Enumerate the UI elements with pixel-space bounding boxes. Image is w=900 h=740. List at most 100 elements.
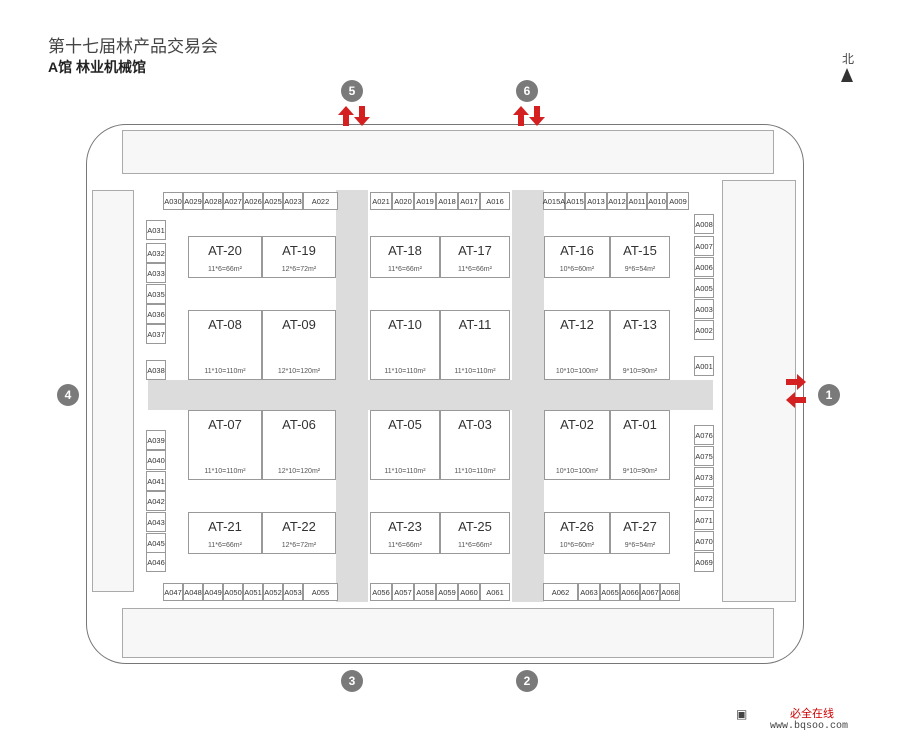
- stand-code: AT-27: [623, 519, 657, 534]
- east-service-zone: [722, 180, 796, 602]
- booth-a038: A038: [146, 360, 166, 380]
- watermark-domain: www.bqsoo.com: [770, 721, 849, 732]
- booth-a059: A059: [436, 583, 458, 601]
- stand-code: AT-11: [458, 317, 492, 332]
- booth-a045: A045: [146, 533, 166, 553]
- booth-a017: A017: [458, 192, 480, 210]
- booth-a027: A027: [223, 192, 243, 210]
- booth-a062: A062: [543, 583, 578, 601]
- stand-size: 9*10=90m²: [622, 468, 658, 475]
- stand-code: AT-02: [560, 417, 594, 432]
- booth-a022: A022: [303, 192, 338, 210]
- booth-a037: A037: [146, 324, 166, 344]
- booth-a039: A039: [146, 430, 166, 450]
- gate-5-entry-arrow-icon: [354, 106, 370, 126]
- booth-a048: A048: [183, 583, 203, 601]
- stand-size: 12*6=72m²: [281, 542, 317, 549]
- stand-code: AT-19: [282, 243, 316, 258]
- booth-a013: A013: [585, 192, 607, 210]
- booth-a019: A019: [414, 192, 436, 210]
- stand-size: 11*6=66m²: [388, 266, 422, 273]
- booth-a075: A075: [694, 446, 714, 466]
- booth-a009: A009: [667, 192, 689, 210]
- booth-a055: A055: [303, 583, 338, 601]
- booth-a020: A020: [392, 192, 414, 210]
- stand-code: AT-15: [623, 243, 657, 258]
- stand-size: 11*6=66m²: [458, 266, 492, 273]
- gate-5-marker: 5: [341, 80, 363, 102]
- booth-a042: A042: [146, 491, 166, 511]
- stand-size: 9*10=90m²: [622, 368, 658, 375]
- booth-a050: A050: [223, 583, 243, 601]
- stand-code: AT-01: [623, 417, 657, 432]
- booth-a067: A067: [640, 583, 660, 601]
- stand-code: AT-20: [208, 243, 242, 258]
- stand-code: AT-18: [388, 243, 422, 258]
- gate-1-entry-arrow-icon: [786, 392, 806, 408]
- booth-a006: A006: [694, 257, 714, 277]
- booth-a018: A018: [436, 192, 458, 210]
- stand-size: 12*10=120m²: [277, 468, 321, 475]
- gate-6-exit-arrow-icon: [513, 106, 529, 126]
- booth-a066: A066: [620, 583, 640, 601]
- stand-at-13: AT-13 9*10=90m²: [610, 310, 670, 380]
- booth-a068: A068: [660, 583, 680, 601]
- booth-a076: A076: [694, 425, 714, 445]
- booth-a025: A025: [263, 192, 283, 210]
- stand-code: AT-09: [282, 317, 316, 332]
- stand-code: AT-16: [560, 243, 594, 258]
- stand-code: AT-13: [623, 317, 657, 332]
- gate-6-entry-arrow-icon: [529, 106, 545, 126]
- stand-size: 11*10=110m²: [384, 368, 426, 375]
- booth-a041: A041: [146, 471, 166, 491]
- stand-at-09: AT-09 12*10=120m²: [262, 310, 336, 380]
- stand-code: AT-08: [208, 317, 242, 332]
- booth-a028: A028: [203, 192, 223, 210]
- booth-a060: A060: [458, 583, 480, 601]
- stand-code: AT-06: [282, 417, 316, 432]
- stand-code: AT-10: [388, 317, 422, 332]
- gate-6-marker: 6: [516, 80, 538, 102]
- stand-at-22: AT-22 12*6=72m²: [262, 512, 336, 554]
- stand-at-06: AT-06 12*10=120m²: [262, 410, 336, 480]
- booth-a023: A023: [283, 192, 303, 210]
- booth-a007: A007: [694, 236, 714, 256]
- booth-a049: A049: [203, 583, 223, 601]
- stand-size: 10*6=60m²: [559, 266, 595, 273]
- booth-a015a: A015A: [543, 192, 565, 210]
- booth-a051: A051: [243, 583, 263, 601]
- booth-a057: A057: [392, 583, 414, 601]
- stand-code: AT-07: [208, 417, 242, 432]
- stand-size: 11*10=110m²: [384, 468, 426, 475]
- stand-size: 12*10=120m²: [277, 368, 321, 375]
- south-service-zone: [122, 608, 774, 658]
- stand-at-10: AT-10 11*10=110m²: [370, 310, 440, 380]
- booth-a029: A029: [183, 192, 203, 210]
- booth-a070: A070: [694, 531, 714, 551]
- aisle-vertical-east: [512, 190, 544, 602]
- gate-5-exit-arrow-icon: [338, 106, 354, 126]
- stand-size: 11*6=66m²: [208, 542, 242, 549]
- stand-code: AT-05: [388, 417, 422, 432]
- booth-a052: A052: [263, 583, 283, 601]
- booth-a047: A047: [163, 583, 183, 601]
- gate-4-marker: 4: [57, 384, 79, 406]
- booth-a036: A036: [146, 304, 166, 324]
- gate-1-marker: 1: [818, 384, 840, 406]
- stand-size: 9*6=54m²: [624, 542, 656, 549]
- booth-a063: A063: [578, 583, 600, 601]
- stand-size: 10*10=100m²: [555, 468, 599, 475]
- stand-code: AT-22: [282, 519, 316, 534]
- watermark-name: 必全在线: [790, 708, 834, 720]
- booth-a073: A073: [694, 467, 714, 487]
